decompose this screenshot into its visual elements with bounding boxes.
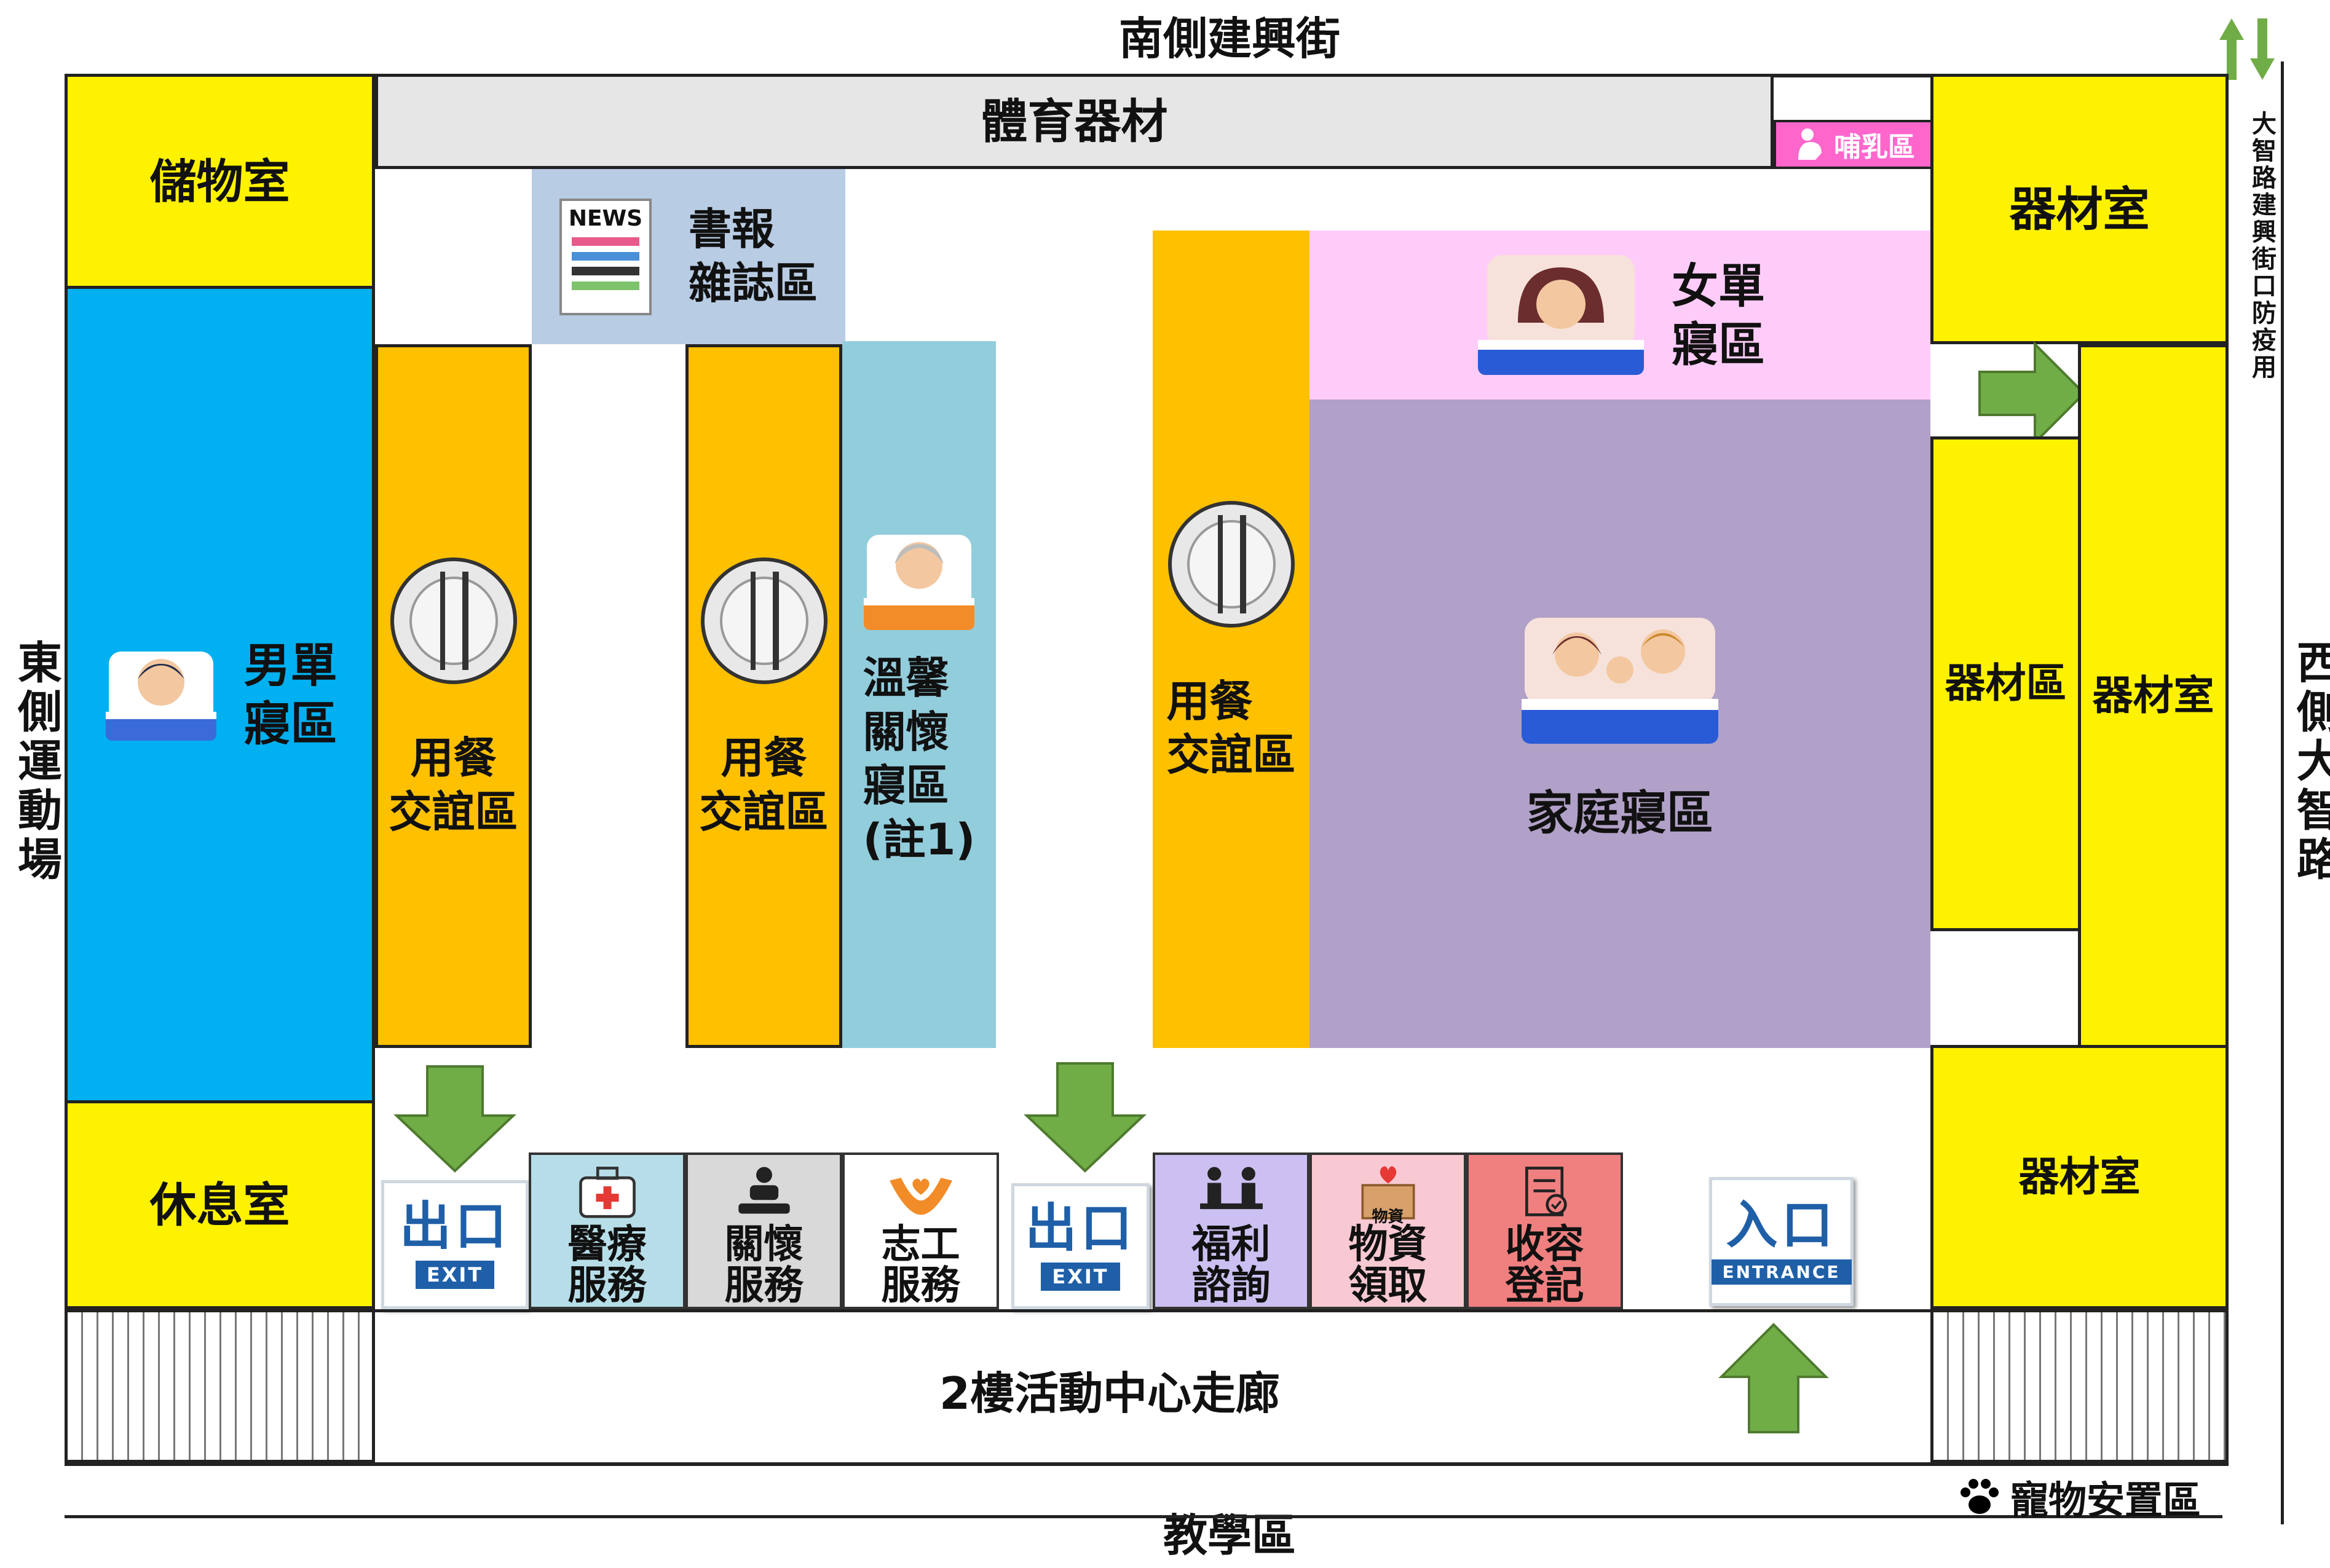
plate-icon	[1167, 500, 1295, 628]
sleeping-man-icon	[105, 652, 216, 741]
registration-icon	[1525, 1167, 1567, 1216]
west-stairs	[65, 1309, 375, 1463]
supplies-tag-label: 物資	[1372, 1208, 1404, 1226]
medical-kit-icon	[579, 1167, 636, 1218]
plate-icon	[390, 557, 517, 684]
pet-area-label: 寵物安置區	[2010, 1478, 2201, 1523]
dining-area-2: 用餐 交誼區	[685, 344, 842, 1048]
dining-1-label: 用餐 交誼區	[389, 733, 518, 837]
equipment-room-top-label: 器材室	[2009, 181, 2150, 237]
equipment-room-mid: 器材室	[2078, 344, 2229, 1048]
reading-label: 書報 雜誌區	[689, 204, 818, 309]
pet-area: 寵物安置區	[1930, 1472, 2225, 1523]
female-sleep-label: 女單 寢區	[1672, 258, 1765, 372]
rest-room-label: 休息室	[149, 1177, 290, 1232]
female-sleep-area: 女單 寢區	[1309, 230, 1930, 400]
service-consultation-label: 福利 諮詢	[1191, 1221, 1271, 1309]
family-sleep-label: 家庭寢區	[1526, 786, 1713, 840]
service-care-label: 關懷 服務	[724, 1221, 804, 1309]
elder-care-area: 溫馨 關懷 寢區 (註1)	[842, 341, 996, 1048]
east-stairs	[1930, 1309, 2229, 1463]
dining-2-label: 用餐 交誼區	[699, 733, 829, 837]
exit-sign-2-kanji: 出口	[1025, 1197, 1136, 1258]
exit-sign-1[interactable]: 出口 EXIT	[381, 1180, 529, 1309]
service-registration[interactable]: 收容 登記	[1466, 1152, 1623, 1309]
dining-area-1: 用餐 交誼區	[375, 344, 532, 1048]
consultation-icon	[1199, 1167, 1263, 1210]
service-supplies[interactable]: 物資 物資 領取	[1309, 1152, 1466, 1309]
service-supplies-label: 物資 領取	[1348, 1221, 1428, 1309]
entrance-sign-kanji: 入口	[1726, 1194, 1837, 1255]
north-street-label: 南側建興街	[1118, 13, 1340, 65]
nursing-mother-icon	[1798, 128, 1822, 160]
service-medical[interactable]: 醫療 服務	[529, 1152, 685, 1309]
exit-arrow-down-icon	[393, 1065, 516, 1173]
elder-care-label: 溫馨 關懷 寢區 (註1)	[863, 653, 976, 865]
west-field-label: 東側運動場	[10, 639, 62, 885]
east-arrow-icon	[1978, 341, 2086, 446]
sleeping-elder-icon	[864, 535, 974, 630]
sports-equipment-label: 體育器材	[981, 94, 1168, 149]
equipment-area: 器材區	[1930, 436, 2081, 931]
corridor-label: 2樓活動中心走廊	[939, 1367, 1281, 1419]
sleeping-woman-icon	[1478, 255, 1644, 375]
care-icon	[738, 1167, 790, 1214]
family-sleep-area: 家庭寢區	[1309, 400, 1930, 1048]
entrance-arrow-up-icon	[1718, 1323, 1829, 1433]
dining-area-3: 用餐 交誼區	[1153, 230, 1309, 1048]
plate-icon	[700, 557, 827, 684]
supplies-box-icon	[1360, 1166, 1415, 1219]
sleeping-family-icon	[1522, 618, 1718, 744]
exit-sign-1-kanji: 出口	[399, 1196, 510, 1256]
south-boundary-line	[65, 1515, 2222, 1518]
service-consultation[interactable]: 福利 諮詢	[1153, 1152, 1309, 1309]
sports-equipment-area: 體育器材	[375, 74, 1774, 169]
volunteer-hands-icon	[889, 1178, 952, 1215]
equipment-room-mid-label: 器材室	[2092, 672, 2214, 720]
two-way-arrow-icon	[2219, 18, 2275, 80]
service-registration-label: 收容 登記	[1505, 1221, 1584, 1309]
exit-arrow-down-icon	[1024, 1062, 1147, 1173]
reading-area: NEWS 書報 雜誌區	[532, 169, 845, 344]
exit-sign-1-en: EXIT	[415, 1261, 495, 1289]
storage-room: 儲物室	[65, 74, 375, 289]
dining-3-label: 用餐 交誼區	[1166, 676, 1296, 781]
service-care[interactable]: 關懷 服務	[685, 1152, 842, 1309]
south-area-label: 教學區	[1163, 1510, 1296, 1561]
service-medical-label: 醫療 服務	[567, 1221, 647, 1309]
nursing-area: 哺乳區	[1774, 120, 1933, 169]
paw-icon	[1960, 1479, 1999, 1514]
storage-room-label: 儲物室	[149, 154, 290, 209]
east-road-label: 西側大智路	[2289, 639, 2330, 885]
corridor: 2樓活動中心走廊	[375, 1309, 1930, 1466]
nursing-label: 哺乳區	[1834, 132, 1915, 163]
rest-room: 休息室	[65, 1100, 375, 1309]
east-boundary-line	[2281, 61, 2284, 1524]
service-volunteer[interactable]: 志工 服務	[842, 1152, 999, 1309]
service-volunteer-label: 志工 服務	[881, 1221, 960, 1309]
exit-sign-2[interactable]: 出口 EXIT	[1011, 1183, 1150, 1309]
equipment-room-bottom-label: 器材室	[2018, 1152, 2141, 1200]
newspaper-icon: NEWS	[559, 198, 652, 315]
equipment-area-label: 器材區	[1945, 660, 2067, 707]
entrance-sign[interactable]: 入口 ENTRANCE	[1709, 1177, 1854, 1306]
entrance-sign-en: ENTRANCE	[1711, 1259, 1852, 1285]
male-sleep-area: 男單 寢區	[65, 286, 375, 1103]
exit-sign-2-en: EXIT	[1041, 1262, 1120, 1291]
equipment-room-top: 器材室	[1930, 74, 2229, 344]
equipment-room-bottom: 器材室	[1930, 1045, 2229, 1309]
male-sleep-label: 男單 寢區	[243, 638, 338, 751]
east-note-label: 大智路建興街口防疫用	[2248, 111, 2276, 381]
